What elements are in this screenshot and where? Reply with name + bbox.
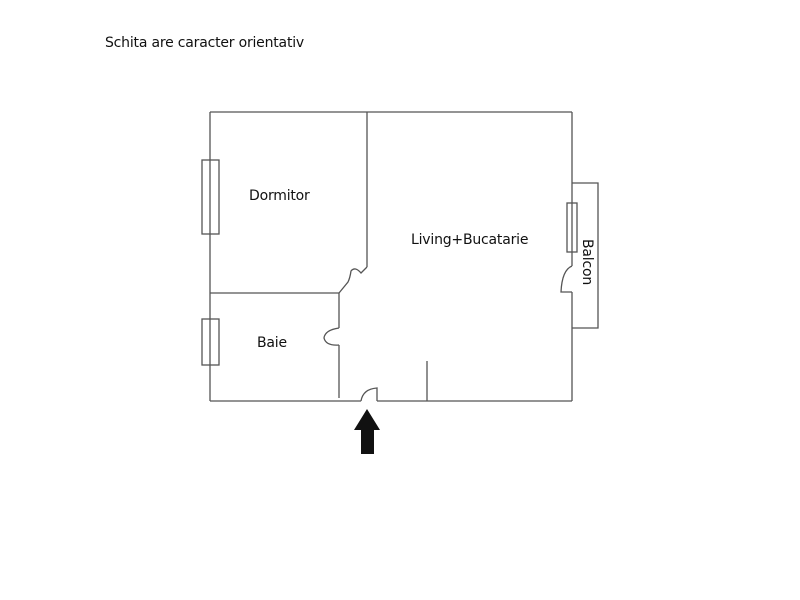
window-baie [201,318,220,366]
window-dormitor [201,159,220,235]
entrance-door-swing [360,387,378,402]
dormitor-door-swing [338,266,368,294]
disclaimer-note: Schita are caracter orientativ [105,35,305,51]
room-label-dormitor: Dormitor [249,188,310,204]
room-label-balcon: Balcon [579,238,595,286]
entrance-arrow-icon [354,409,380,454]
window-balcony [566,202,578,253]
room-label-living: Living+Bucatarie [411,232,529,248]
balcony-outline [572,182,599,329]
room-label-baie: Baie [257,335,287,351]
balcony-door-swing [560,265,573,293]
baie-door-swing [323,327,340,346]
